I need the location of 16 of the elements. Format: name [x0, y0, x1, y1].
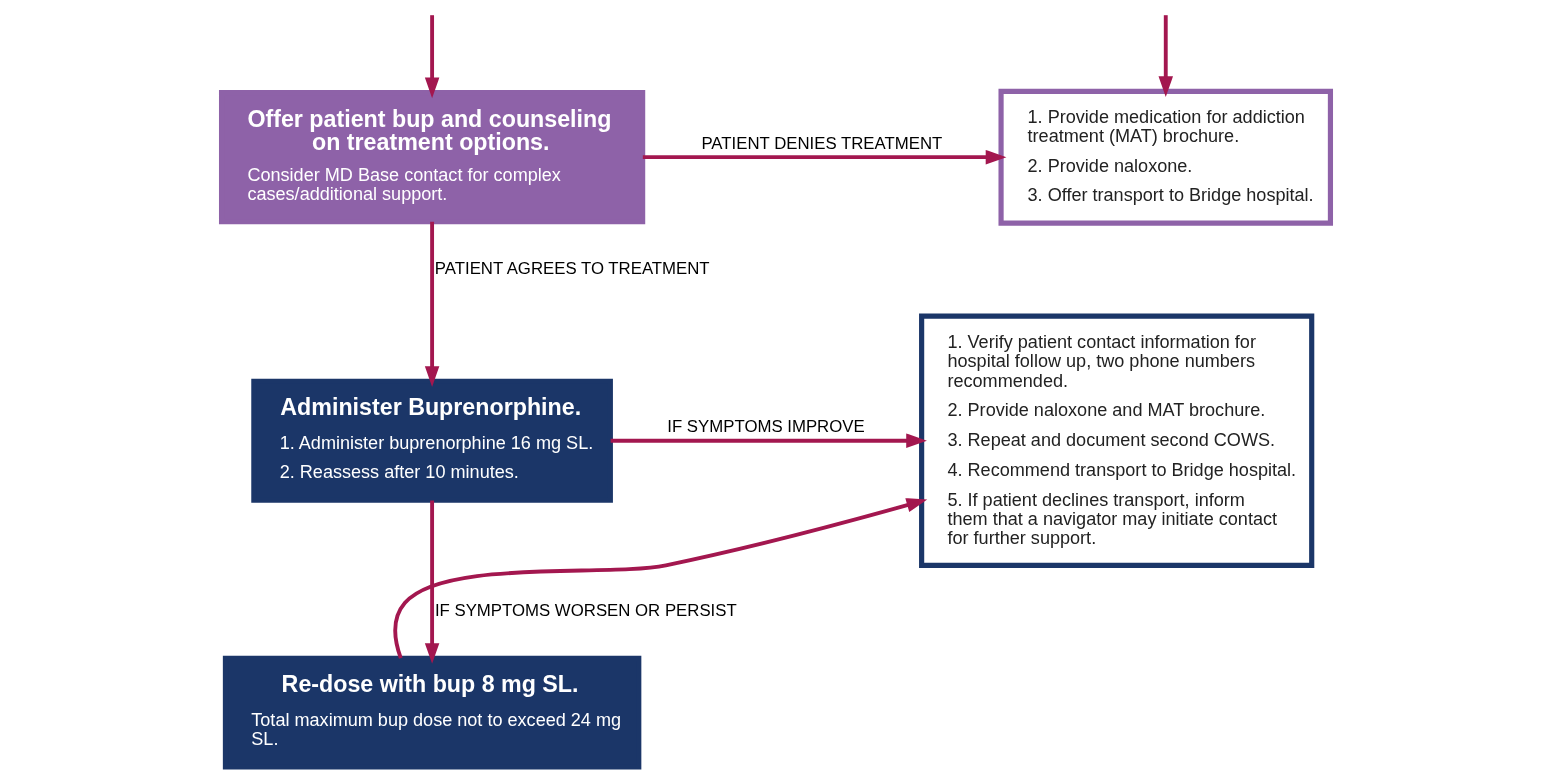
arrow	[642, 149, 1007, 164]
node-box: 1. Provide medication for addiction treatment (MAT) brochure. 2. Provide naloxone. 3. Offer transport to Bridge hospital.	[998, 88, 1334, 226]
node-box: Re-dose with bup 8 mg SL. Total maximum bup dose not to exceed 24 mg SL.	[222, 655, 642, 769]
arrow	[424, 14, 440, 98]
arrow	[424, 221, 440, 387]
edge-label: IF SYMPTOMS WORSEN OR PERSIST	[434, 600, 737, 620]
node-box: Administer Buprenorphine. 1. Administer buprenorphine 16 mg SL. 2. Reassess after 10 minutes.	[251, 378, 613, 503]
edge-label: IF SYMPTOMS IMPROVE	[667, 416, 865, 436]
node-box: 1. Verify patient contact information for hospital follow up, two phone numbers recommended. 2. Provide naloxone and MAT brochure. 3. Repeat and document second COWS. 4. Recommend transport to Bridge hospital. 5. If patient declines transport, inform them that a navigator may initiate contact for further support.	[919, 312, 1315, 568]
arrow	[1158, 14, 1173, 97]
node-box: Offer patient bup and counseling on treatment options. Consider MD Base contact for complex cases/additional support.	[218, 89, 646, 224]
edge-label: PATIENT AGREES TO TREATMENT	[434, 258, 710, 278]
arrow	[610, 432, 927, 448]
arrow	[424, 499, 440, 664]
edge-label: PATIENT DENIES TREATMENT	[701, 133, 943, 153]
arrow	[393, 497, 928, 659]
